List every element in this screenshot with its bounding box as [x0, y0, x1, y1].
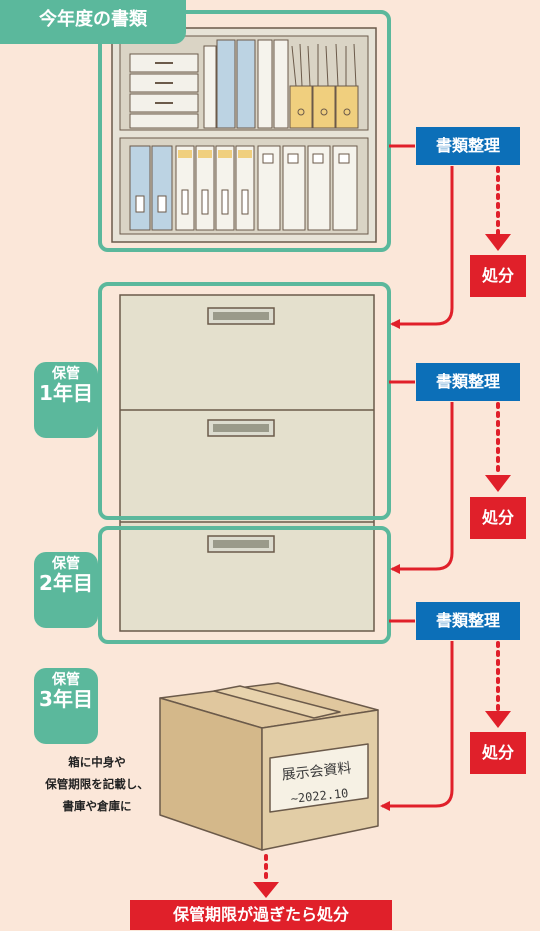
dispose-step-2: 処分 — [470, 497, 526, 539]
dispose-step-1: 処分 — [470, 255, 526, 297]
label-this-year-text: 今年度の書類 — [39, 9, 147, 30]
label-storage-year1: 保管 1年目 — [34, 362, 98, 438]
label-storage-year3-top: 保管 — [52, 672, 80, 688]
box-note-line1: 箱に中身や — [68, 755, 126, 769]
label-storage-year3-bottom: 3年目 — [39, 687, 93, 712]
label-this-year-documents: 今年度の書類 — [0, 0, 186, 44]
dispose-step-3: 処分 — [470, 732, 526, 774]
label-storage-year3: 保管 3年目 — [34, 668, 98, 744]
box-label-line2: ~2022.10 — [290, 786, 349, 806]
label-storage-year1-bottom: 1年目 — [39, 381, 93, 406]
box-note-line2: 保管期限を記載し、 — [45, 777, 149, 791]
box-storage-note: 箱に中身や 保管期限を記載し、 書庫や倉庫に — [22, 751, 172, 817]
bookshelf-frame — [98, 10, 391, 252]
box-label-line1: 展示会資料 — [281, 760, 352, 783]
cabinet-year2-frame — [98, 526, 391, 644]
final-disposal-banner: 保管期限が過ぎたら処分 — [130, 900, 392, 930]
organize-step-3: 書類整理 — [416, 602, 520, 640]
cabinet-year1-frame — [98, 282, 391, 520]
archive-box-illustration — [159, 682, 379, 851]
flow-connectors — [380, 144, 454, 811]
organize-step-2: 書類整理 — [416, 363, 520, 401]
label-storage-year2-bottom: 2年目 — [39, 571, 93, 596]
filing-cabinet-illustration — [119, 294, 375, 632]
box-note-line3: 書庫や倉庫に — [62, 799, 132, 813]
bookshelf-illustration — [111, 27, 377, 243]
label-storage-year2: 保管 2年目 — [34, 552, 98, 628]
dispose-arrows — [253, 166, 511, 898]
label-storage-year1-top: 保管 — [52, 366, 80, 382]
label-storage-year2-top: 保管 — [52, 556, 80, 572]
organize-step-1: 書類整理 — [416, 127, 520, 165]
